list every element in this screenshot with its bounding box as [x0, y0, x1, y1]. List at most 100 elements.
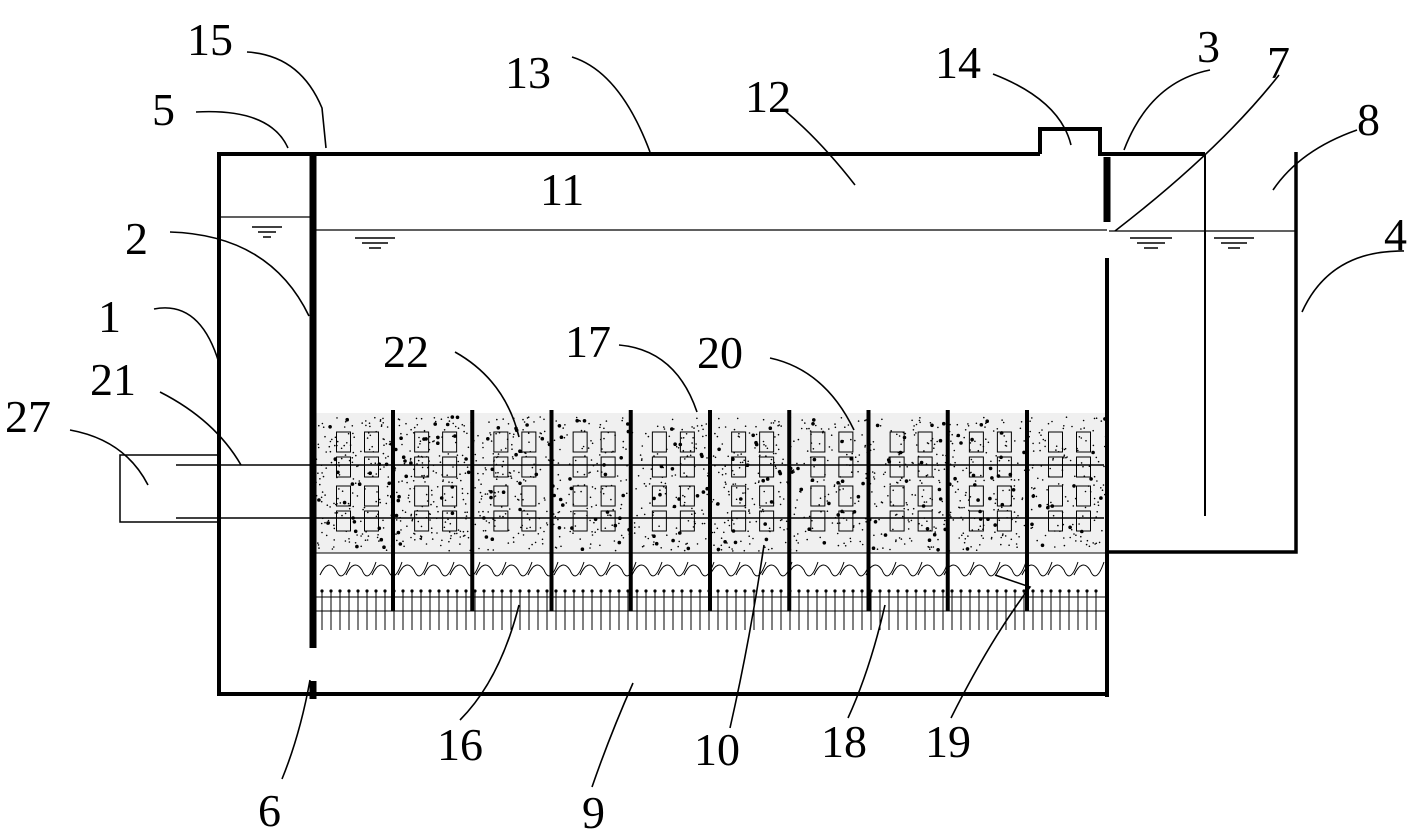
filler-particle [836, 522, 839, 525]
filler-particle [379, 501, 382, 504]
filler-particle [448, 540, 450, 543]
aerator-head [419, 589, 423, 593]
filler-particle [915, 444, 918, 446]
filler-particle [1029, 420, 1031, 423]
filler-particle [890, 430, 892, 432]
filler-particle [355, 544, 359, 549]
filler-particle [511, 456, 514, 458]
aerator-head [959, 589, 963, 593]
filler-particle [675, 496, 678, 499]
filler-particle [951, 433, 953, 436]
filler-particle [888, 456, 890, 459]
filler-particle [507, 542, 510, 544]
filler-particle [706, 457, 708, 459]
filler-particle [1080, 535, 1082, 538]
filler-particle [518, 507, 522, 512]
filler-particle [396, 530, 401, 535]
filler-particle [342, 500, 347, 505]
filler-particle [642, 467, 644, 470]
filler-particle [1063, 457, 1065, 459]
filler-particle [505, 484, 507, 486]
filler-particle [997, 508, 1000, 511]
filler-particle [512, 457, 514, 460]
membrane-tube [838, 485, 854, 507]
filler-particle [634, 526, 636, 529]
filler-particle [901, 515, 904, 518]
filler-particle [409, 450, 411, 452]
filler-particle [464, 472, 467, 475]
filler-particle [574, 525, 577, 527]
filler-particle [318, 547, 320, 549]
filler-particle [793, 440, 795, 443]
filler-particle [1098, 541, 1101, 544]
filler-particle [327, 519, 330, 522]
filler-particle [400, 432, 402, 435]
filler-particle [725, 483, 727, 485]
filler-particle [936, 462, 938, 465]
filler-particle [362, 508, 364, 511]
filler-particle [836, 513, 840, 517]
aerator-head [518, 589, 522, 593]
filler-particle [942, 422, 944, 425]
leader-lines [69, 51, 1405, 788]
filler-particle [446, 512, 449, 514]
filler-particle [833, 485, 836, 488]
filler-particle [583, 484, 586, 486]
aerator-head [464, 589, 468, 593]
filler-particle [1063, 537, 1065, 539]
filler-particle [649, 477, 652, 480]
filler-particle [464, 534, 466, 537]
filler-particle [376, 491, 378, 493]
aerator-head [896, 589, 900, 593]
filler-particle [912, 507, 915, 510]
filler-particle [318, 424, 320, 427]
filler-particle [409, 461, 413, 465]
filler-particle [952, 456, 954, 458]
filler-particle [950, 440, 952, 443]
filler-particle [961, 534, 963, 537]
filler-particle [1031, 526, 1034, 529]
aerator-head [446, 589, 450, 593]
filler-particle [382, 545, 386, 549]
filler-particle [1030, 508, 1033, 511]
filler-particle [395, 519, 398, 521]
filler-particle [908, 521, 910, 523]
filler-particle [942, 454, 944, 457]
filler-particle [553, 439, 556, 442]
aerator-head [932, 589, 936, 593]
label-12: 12 [745, 71, 791, 122]
filler-particle [684, 458, 686, 460]
filler-particle [411, 518, 414, 521]
filler-particle [925, 527, 930, 531]
filler-particle [990, 476, 994, 480]
filler-particle [442, 479, 445, 481]
filler-particle [1013, 479, 1016, 481]
filler-particle [964, 538, 967, 540]
filler-particle [656, 453, 659, 455]
filler-particle [652, 511, 655, 514]
filler-particle [459, 530, 462, 533]
filler-particle [387, 481, 392, 486]
filler-particle [502, 515, 504, 518]
aerator-head [653, 589, 657, 593]
filler-particle [905, 502, 908, 504]
filler-particle [812, 448, 815, 450]
filler-particle [772, 452, 775, 455]
filler-particle [938, 481, 941, 484]
filler-particle [329, 440, 332, 443]
filler-particle [686, 546, 691, 551]
filler-particle [385, 443, 388, 445]
filler-particle [909, 479, 911, 481]
filler-particle [487, 548, 489, 551]
filler-particle [964, 429, 967, 431]
filler-particle [705, 434, 707, 437]
filler-particle [528, 518, 531, 521]
aerator-head [815, 589, 819, 593]
aerator-head [608, 589, 612, 593]
filler-particle [800, 491, 802, 493]
label-7: 7 [1267, 37, 1290, 88]
filler-particle [559, 435, 564, 440]
filler-particle [526, 417, 529, 419]
filler-particle [1014, 440, 1016, 442]
filler-particle [453, 434, 457, 438]
